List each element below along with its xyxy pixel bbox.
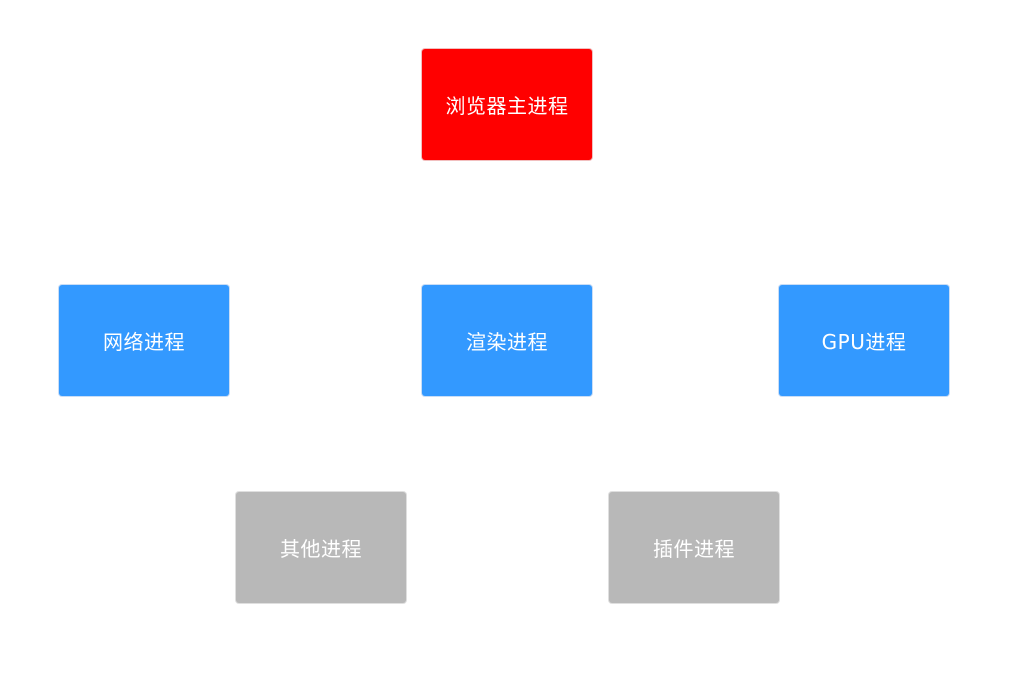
renderer-process-label: 渲染进程 [466,330,548,354]
browser-main-process-label: 浏览器主进程 [445,94,569,118]
renderer-process-node: 渲染进程 [422,285,592,396]
network-process-label: 网络进程 [103,330,185,354]
other-process-label: 其他进程 [280,537,362,561]
gpu-process-label: GPU进程 [821,330,907,354]
plugin-process-node: 插件进程 [609,492,779,603]
plugin-process-label: 插件进程 [653,537,735,561]
other-process-node: 其他进程 [236,492,406,603]
network-process-node: 网络进程 [59,285,229,396]
browser-main-process-node: 浏览器主进程 [422,49,592,160]
gpu-process-node: GPU进程 [779,285,949,396]
